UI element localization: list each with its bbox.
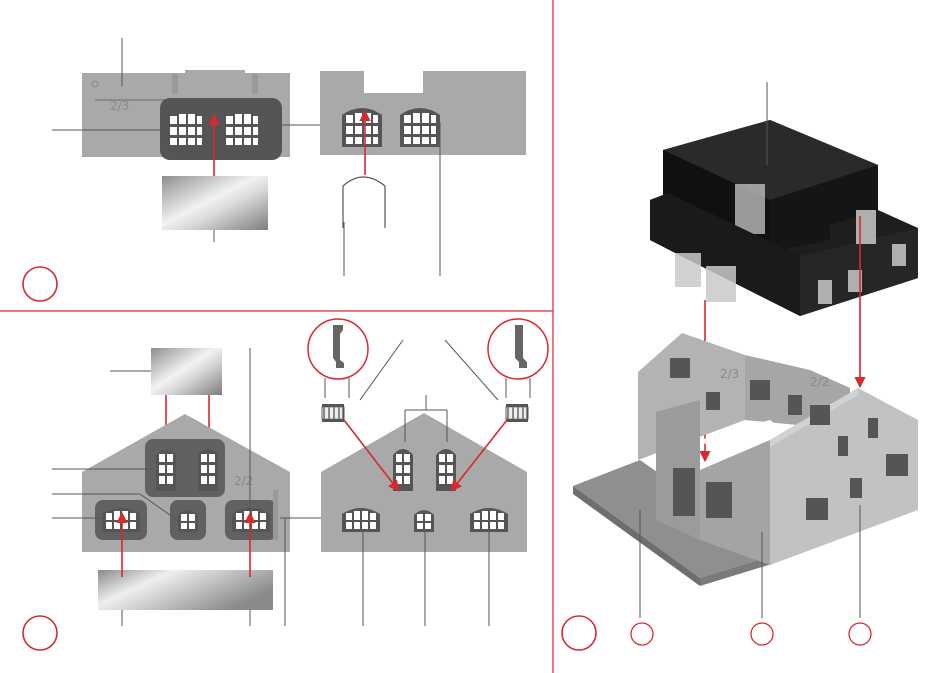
step-1-marker <box>23 267 57 301</box>
window-insert-icon <box>343 177 385 228</box>
long-wall-part-icon: 2/3 <box>82 70 290 160</box>
step-2-marker <box>23 616 57 650</box>
long-wall-part-icon <box>320 71 526 155</box>
glazing-foil-icon <box>151 348 222 395</box>
wall-number: 2/3 <box>110 99 129 113</box>
step-3-panel: 2/3 2/2 <box>562 82 918 650</box>
step-1-panel: 2/3 <box>23 38 526 301</box>
glazing-foil-icon <box>98 570 273 610</box>
balcony-railing-icon <box>308 319 368 422</box>
building-base-icon: 2/3 2/2 <box>573 333 918 586</box>
step-2-panel: 2/2 <box>23 319 548 650</box>
gable-wall-part-icon: 2/2 <box>82 414 290 552</box>
callout-2-marker <box>751 623 773 645</box>
glazing-foil-icon <box>162 176 268 230</box>
callout-1-marker <box>631 623 653 645</box>
wall-number: 2/2 <box>810 375 829 389</box>
callout-3-marker <box>849 623 871 645</box>
step-3-marker <box>562 616 596 650</box>
balcony-railing-icon <box>488 319 548 422</box>
wall-number: 2/3 <box>720 367 739 381</box>
roof-module-icon <box>650 120 918 316</box>
